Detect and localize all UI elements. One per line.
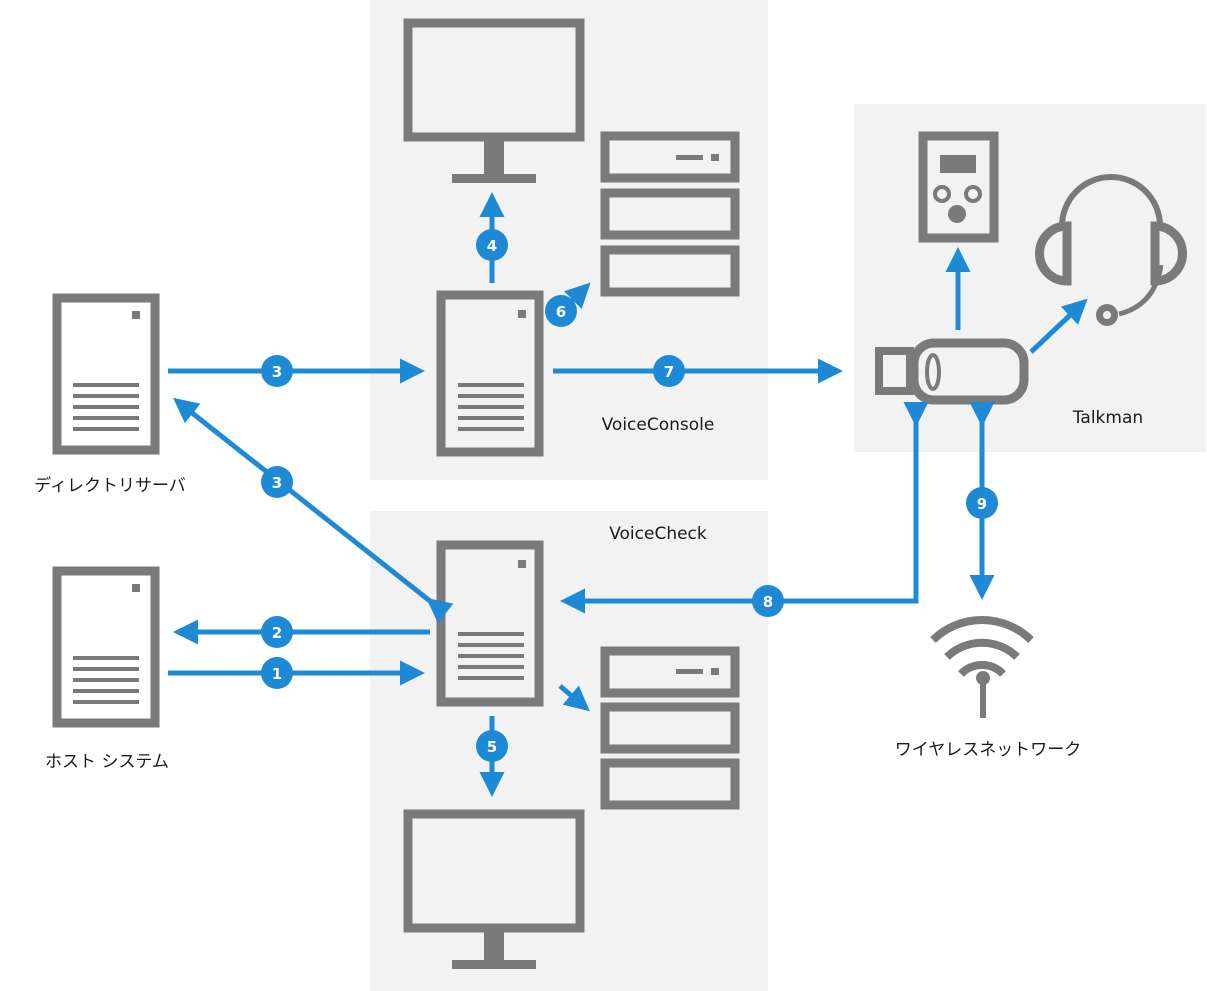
voiceconsole-label: VoiceConsole: [602, 415, 715, 435]
directory-server-label: ディレクトリサーバ: [34, 475, 186, 496]
directory-server-icon: [52, 293, 160, 455]
voiceconsole-storage-icon: [600, 131, 740, 297]
svg-text:3: 3: [272, 474, 282, 492]
svg-text:4: 4: [487, 237, 497, 255]
svg-text:3: 3: [272, 363, 282, 381]
arrow-8-talkman-voicecheck: [560, 402, 929, 614]
svg-text:8: 8: [763, 593, 773, 611]
voiceconsole-server-icon: [436, 290, 544, 457]
step-badge-9: 9: [966, 487, 998, 519]
step-badge-7: 7: [653, 355, 685, 387]
step-badge-4: 4: [476, 229, 508, 261]
voicecheck-storage-icon: [600, 646, 740, 810]
host-system-label: ホスト システム: [45, 752, 169, 772]
step-badge-2: 2: [261, 616, 293, 648]
svg-text:6: 6: [556, 303, 566, 321]
wireless-network-label: ワイヤレスネットワーク: [895, 740, 1082, 760]
step-badge-1: 1: [261, 657, 293, 689]
svg-text:1: 1: [272, 665, 282, 683]
step-badge-3b: 3: [261, 466, 293, 498]
voiceconsole-panel: [370, 0, 768, 480]
step-badge-3a: 3: [261, 355, 293, 387]
voicecheck-label: VoiceCheck: [609, 524, 707, 544]
arrow-3-dir-voicecheck: [173, 397, 454, 624]
svg-text:7: 7: [664, 363, 674, 381]
arrow-to-voicecheck-storage: [558, 684, 590, 712]
voicecheck-monitor-icon: [403, 809, 585, 969]
talkman-device-icon: [875, 338, 1029, 405]
voicecheck-server-icon: [436, 540, 544, 707]
step-badge-8: 8: [752, 585, 784, 617]
step-badge-5: 5: [476, 730, 508, 762]
step-badge-6: 6: [545, 295, 577, 327]
talkman-label: Talkman: [1072, 408, 1143, 428]
svg-text:5: 5: [487, 738, 497, 756]
svg-text:2: 2: [272, 624, 282, 642]
arrow-to-headset: [1029, 298, 1088, 354]
svg-text:9: 9: [977, 495, 987, 513]
talkman-headset-icon: [1035, 174, 1187, 326]
wifi-icon: [930, 615, 1034, 718]
voiceconsole-monitor-icon: [403, 18, 585, 183]
host-system-icon: [52, 566, 160, 728]
talkman-handheld-icon: [918, 131, 999, 243]
